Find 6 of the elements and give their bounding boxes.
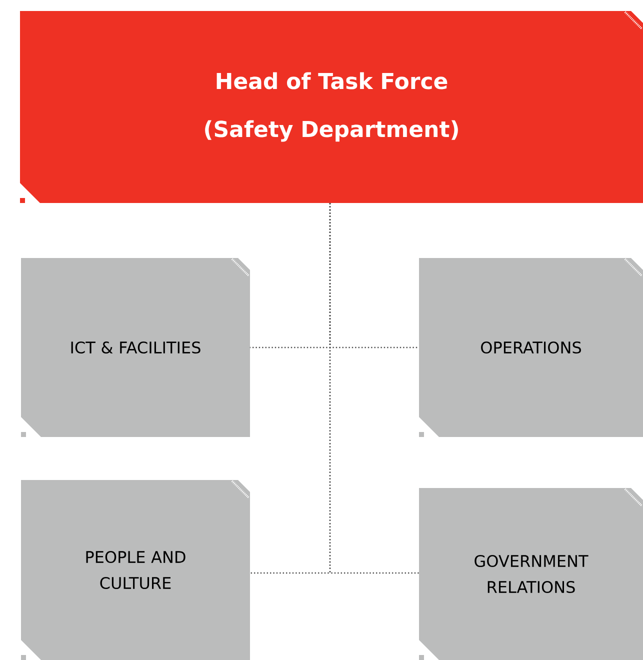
department-box: OPERATIONS xyxy=(419,258,643,437)
head-box: Head of Task Force (Safety Department) xyxy=(20,11,643,203)
department-box: GOVERNMENT RELATIONS xyxy=(419,488,643,660)
connector-line xyxy=(329,203,419,574)
department-box: ICT & FACILITIES xyxy=(21,258,250,437)
department-box: PEOPLE AND CULTURE xyxy=(21,480,250,660)
